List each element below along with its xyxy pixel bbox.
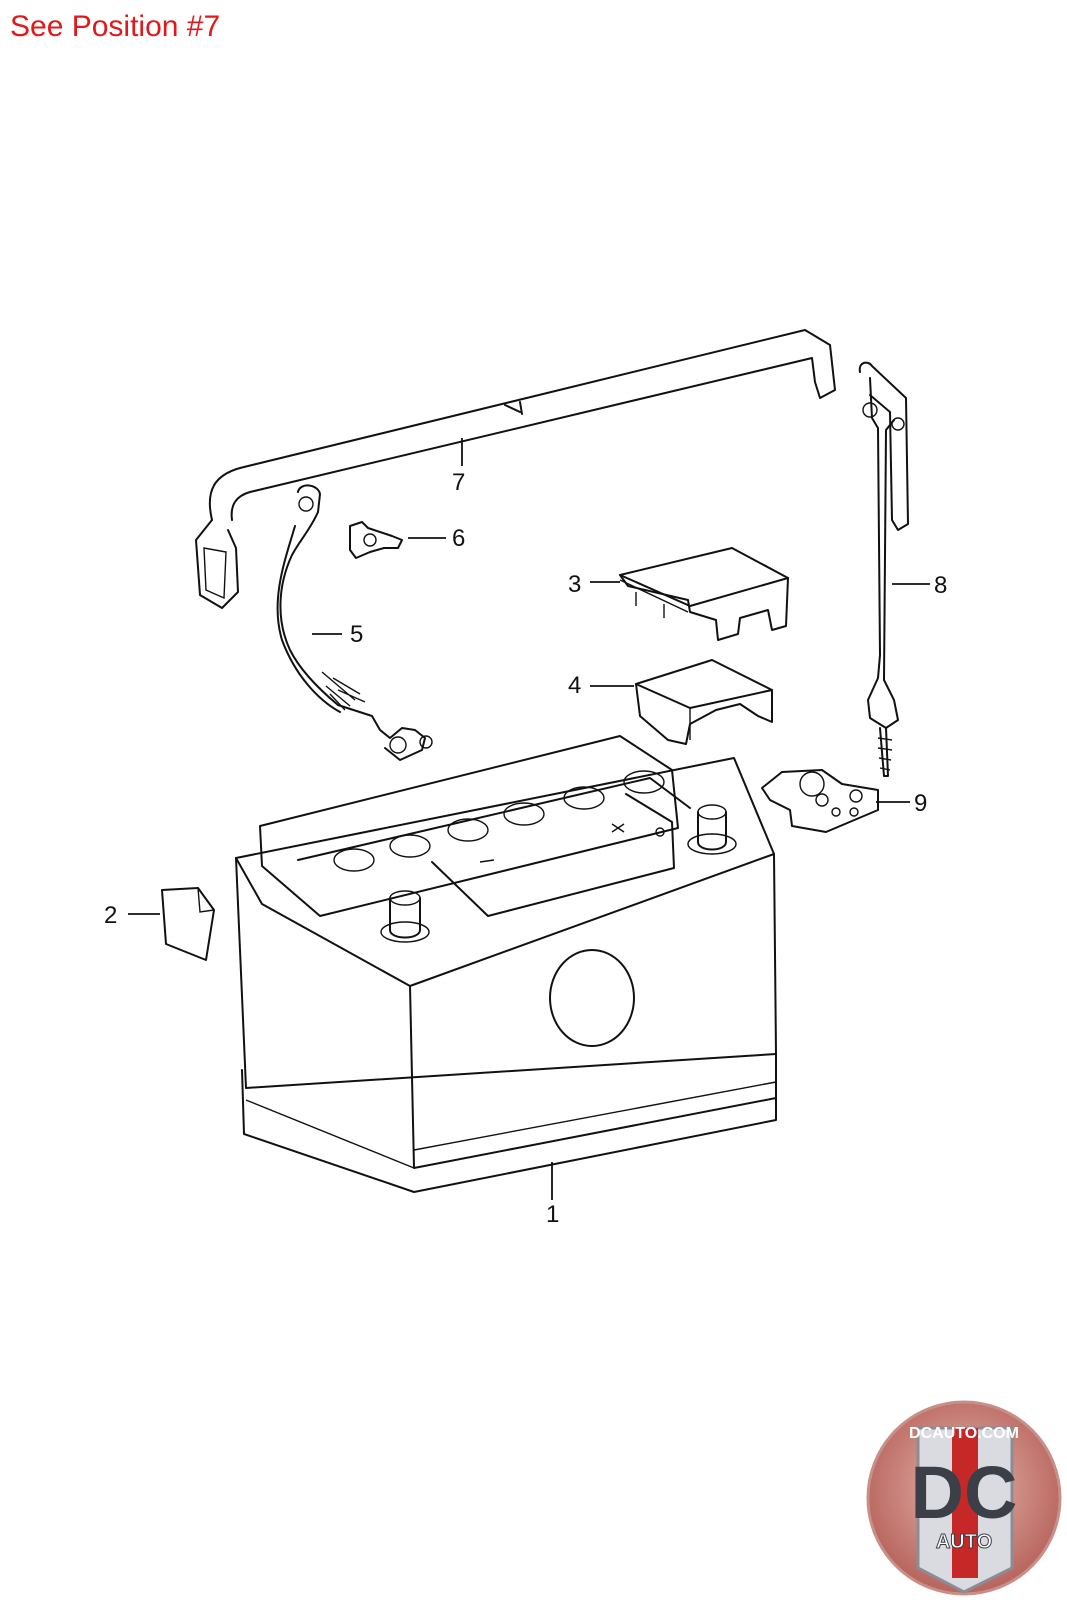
callout-2: 2 bbox=[104, 902, 117, 929]
dcauto-logo: DCAUTO.COM DC AUTO bbox=[866, 1400, 1062, 1596]
callout-8: 8 bbox=[934, 572, 947, 599]
callout-3: 3 bbox=[568, 571, 581, 598]
leader-lines bbox=[128, 438, 930, 1200]
hold-down-rod[interactable] bbox=[858, 361, 909, 777]
wing-nut[interactable] bbox=[349, 521, 403, 559]
logo-letters: DC bbox=[911, 1451, 1018, 1534]
logo-top-text: DCAUTO.COM bbox=[909, 1425, 1019, 1442]
callout-4: 4 bbox=[568, 672, 581, 699]
ground-cable[interactable] bbox=[276, 484, 433, 761]
callout-5: 5 bbox=[350, 621, 363, 648]
terminal-cover-large[interactable] bbox=[619, 547, 789, 641]
callout-6: 6 bbox=[452, 525, 465, 552]
terminal-cover-small[interactable] bbox=[635, 659, 773, 745]
see-position-note: See Position #7 bbox=[10, 10, 221, 43]
callout-7: 7 bbox=[452, 469, 465, 496]
logo-bottom-text: AUTO bbox=[936, 1531, 992, 1553]
hold-down-strap[interactable] bbox=[195, 329, 836, 609]
battery-label[interactable] bbox=[161, 887, 215, 961]
callout-9: 9 bbox=[914, 790, 927, 817]
callout-1: 1 bbox=[546, 1201, 559, 1228]
terminal-clamp[interactable] bbox=[761, 769, 879, 833]
battery[interactable] bbox=[235, 735, 777, 1193]
